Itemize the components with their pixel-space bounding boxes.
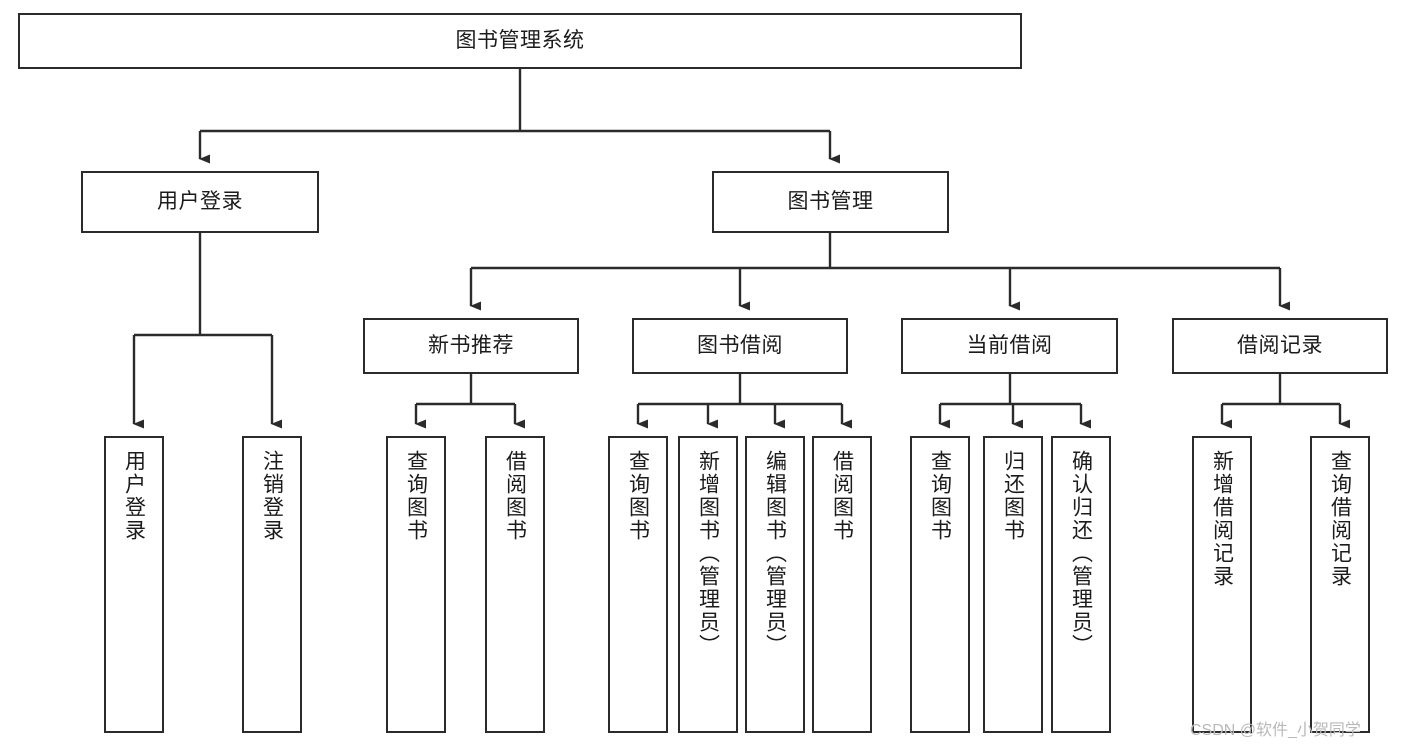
node-current-borrow[interactable]: 当前借阅 (901, 318, 1118, 374)
leaf-edit-book[interactable]: 编辑图书（管理员） (745, 436, 805, 733)
leaf-query-borrow-record-label: 查询借阅记录 (1328, 450, 1352, 588)
leaf-confirm-return[interactable]: 确认归还（管理员） (1051, 436, 1111, 733)
leaf-return-book[interactable]: 归还图书 (983, 436, 1043, 733)
leaf-logout[interactable]: 注销登录 (242, 436, 302, 733)
node-new-book-recommend-label: 新书推荐 (428, 333, 514, 357)
node-user-login-label: 用户登录 (157, 189, 243, 213)
node-book-borrow[interactable]: 图书借阅 (632, 318, 848, 374)
leaf-return-book-label: 归还图书 (1001, 450, 1025, 542)
leaf-logout-label: 注销登录 (260, 450, 284, 542)
leaf-query-book-recommend-label: 查询图书 (404, 450, 428, 542)
node-current-borrow-label: 当前借阅 (966, 333, 1053, 357)
node-book-management[interactable]: 图书管理 (712, 171, 949, 233)
leaf-query-borrow-record[interactable]: 查询借阅记录 (1310, 436, 1370, 733)
node-new-book-recommend[interactable]: 新书推荐 (363, 318, 579, 374)
leaf-query-book-borrow-label: 查询图书 (626, 450, 650, 542)
node-borrow-record-label: 借阅记录 (1237, 333, 1323, 357)
leaf-edit-book-label: 编辑图书（管理员） (763, 450, 787, 657)
leaf-user-login[interactable]: 用户登录 (104, 436, 164, 733)
leaf-user-login-label: 用户登录 (122, 450, 146, 542)
leaf-borrow-book-recommend-label: 借阅图书 (503, 450, 527, 542)
node-root-label: 图书管理系统 (455, 28, 585, 52)
leaf-borrow-book[interactable]: 借阅图书 (812, 436, 872, 733)
leaf-query-book-current[interactable]: 查询图书 (910, 436, 970, 733)
leaf-add-book[interactable]: 新增图书（管理员） (678, 436, 738, 733)
leaf-add-book-label: 新增图书（管理员） (696, 450, 720, 657)
node-borrow-record[interactable]: 借阅记录 (1172, 318, 1388, 374)
node-user-login[interactable]: 用户登录 (81, 171, 319, 233)
leaf-add-borrow-record[interactable]: 新增借阅记录 (1192, 436, 1252, 733)
leaf-query-book-recommend[interactable]: 查询图书 (386, 436, 446, 733)
node-root[interactable]: 图书管理系统 (18, 13, 1022, 69)
node-book-borrow-label: 图书借阅 (697, 333, 783, 357)
leaf-query-book-current-label: 查询图书 (928, 450, 952, 542)
leaf-confirm-return-label: 确认归还（管理员） (1069, 450, 1093, 657)
leaf-add-borrow-record-label: 新增借阅记录 (1210, 450, 1234, 588)
leaf-borrow-book-label: 借阅图书 (830, 450, 854, 542)
leaf-query-book-borrow[interactable]: 查询图书 (608, 436, 668, 733)
leaf-borrow-book-recommend[interactable]: 借阅图书 (485, 436, 545, 733)
node-book-management-label: 图书管理 (787, 189, 874, 213)
